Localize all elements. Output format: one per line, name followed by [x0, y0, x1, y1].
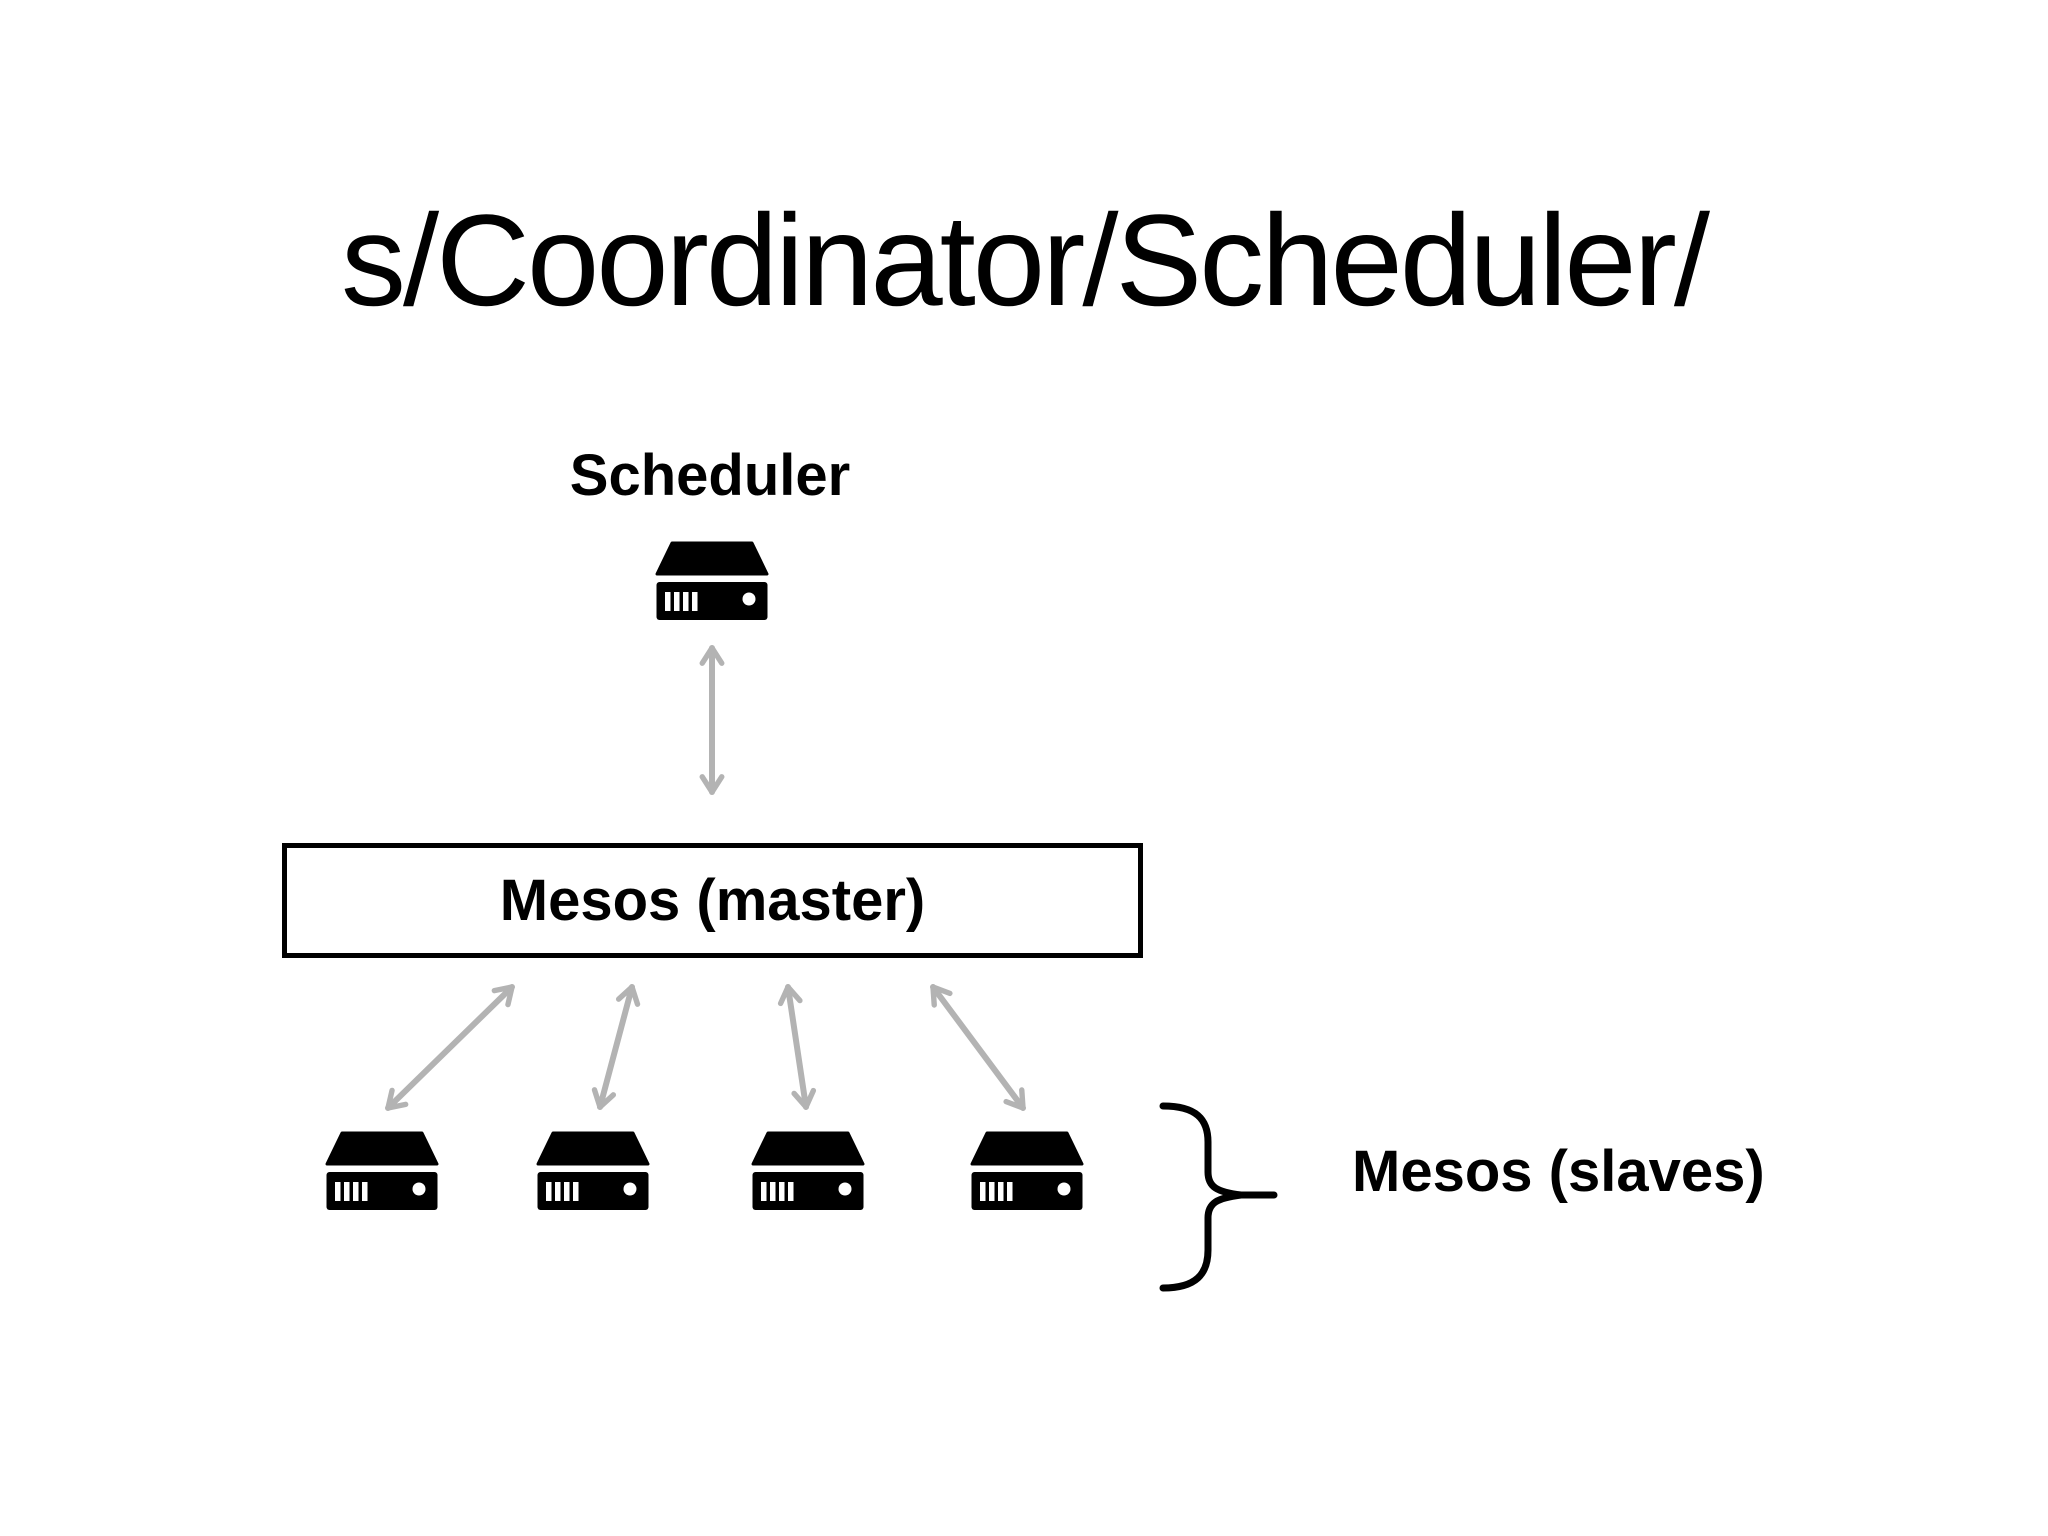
master-slave2-arrow: [591, 984, 641, 1110]
slide-title: s/Coordinator/Scheduler/: [341, 187, 1710, 333]
mesos-slave-server-icon: [536, 1131, 650, 1211]
curly-brace: [1159, 1102, 1278, 1292]
mesos-master-box: Mesos (master): [282, 843, 1143, 958]
mesos-master-label: Mesos (master): [499, 868, 926, 933]
mesos-slave-server-icon: [970, 1131, 1084, 1211]
master-slave4-arrow: [930, 984, 1026, 1111]
mesos-slaves-label: Mesos (slaves): [1352, 1139, 1765, 1204]
mesos-slave-server-icon: [325, 1131, 439, 1211]
master-slave1-arrow: [385, 984, 515, 1111]
scheduler-server-icon: [655, 541, 769, 621]
master-slave3-arrow: [777, 984, 817, 1110]
scheduler-label: Scheduler: [569, 443, 851, 508]
curly-brace-path: [1159, 1102, 1245, 1292]
mesos-slave-server-icon: [751, 1131, 865, 1211]
